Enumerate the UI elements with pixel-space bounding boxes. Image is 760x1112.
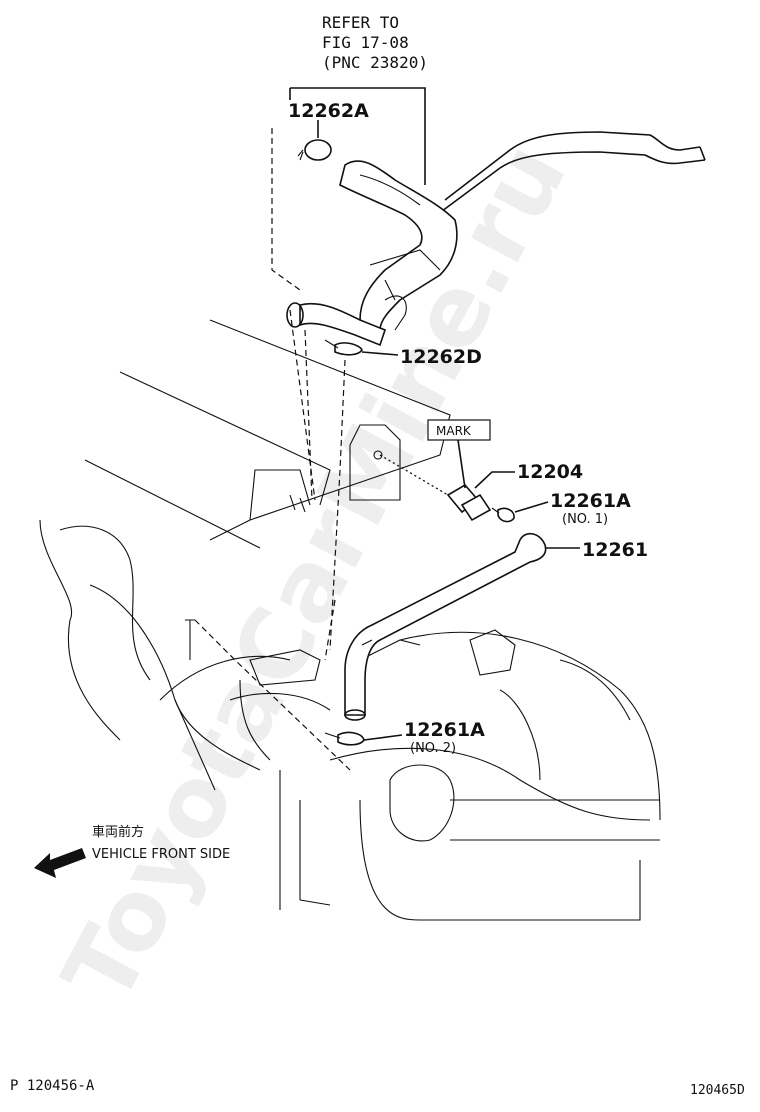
part-label-12262A[interactable]: 12262A bbox=[288, 100, 369, 122]
part-label-12262D[interactable]: 12262D bbox=[400, 346, 482, 368]
refer-to-line1: REFER TO bbox=[322, 13, 399, 32]
refer-to-line3: (PNC 23820) bbox=[322, 53, 428, 72]
footer-right-code: 120465D bbox=[690, 1083, 745, 1098]
footer-left-code: P 120456-A bbox=[10, 1078, 95, 1094]
upper-hose-assembly bbox=[286, 131, 706, 356]
vehicle-front-en: VEHICLE FRONT SIDE bbox=[92, 847, 230, 862]
part-note-no2: (NO. 2) bbox=[410, 741, 456, 756]
lower-hose-assembly bbox=[324, 483, 547, 746]
part-label-12261A-no2[interactable]: 12261A bbox=[404, 719, 485, 741]
vehicle-front-jp: 車両前方 bbox=[92, 824, 144, 840]
part-label-12204[interactable]: 12204 bbox=[517, 461, 583, 483]
part-note-no1: (NO. 1) bbox=[562, 512, 608, 527]
engine-outline bbox=[39, 319, 661, 921]
front-arrow-icon bbox=[34, 848, 86, 878]
part-label-12261[interactable]: 12261 bbox=[582, 539, 648, 561]
mark-box bbox=[427, 419, 491, 441]
part-label-12261A-no1[interactable]: 12261A bbox=[550, 490, 631, 512]
mark-label: MARK bbox=[436, 424, 472, 438]
refer-to-line2: FIG 17-08 bbox=[322, 33, 409, 52]
leader-lines bbox=[194, 87, 580, 771]
